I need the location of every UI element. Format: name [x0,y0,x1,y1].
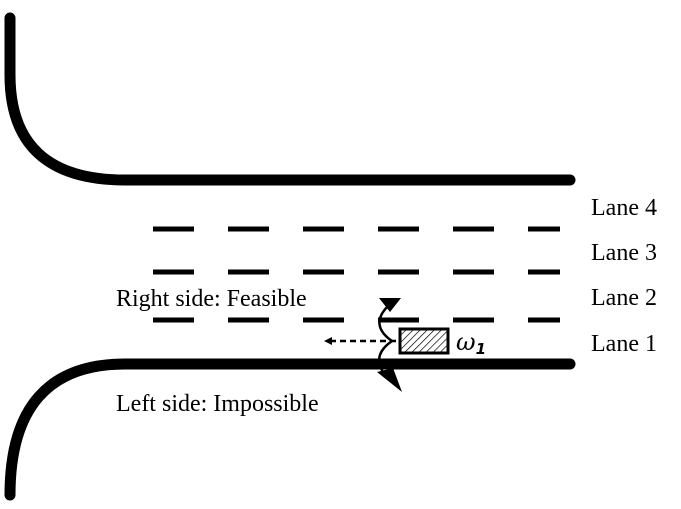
lane-3-label: Lane 3 [591,240,657,266]
vehicle-label: ω1 [456,328,486,358]
lane-2-label: Lane 2 [591,285,657,311]
right-side-annotation: Right side: Feasible [116,286,307,312]
left-side-annotation: Left side: Impossible [116,391,319,417]
right-turn-arrow [378,305,393,343]
lower-road-boundary [4,358,576,501]
vehicle-symbol: ω [456,328,476,356]
right-turn-arrowhead [379,298,401,312]
left-turn-arrowhead [377,368,402,392]
vehicle-subscript: 1 [476,340,486,358]
lane-4-label: Lane 4 [591,195,657,221]
vehicle-box [398,327,450,355]
upper-road-boundary [4,12,576,186]
lane-1-label: Lane 1 [591,331,657,357]
